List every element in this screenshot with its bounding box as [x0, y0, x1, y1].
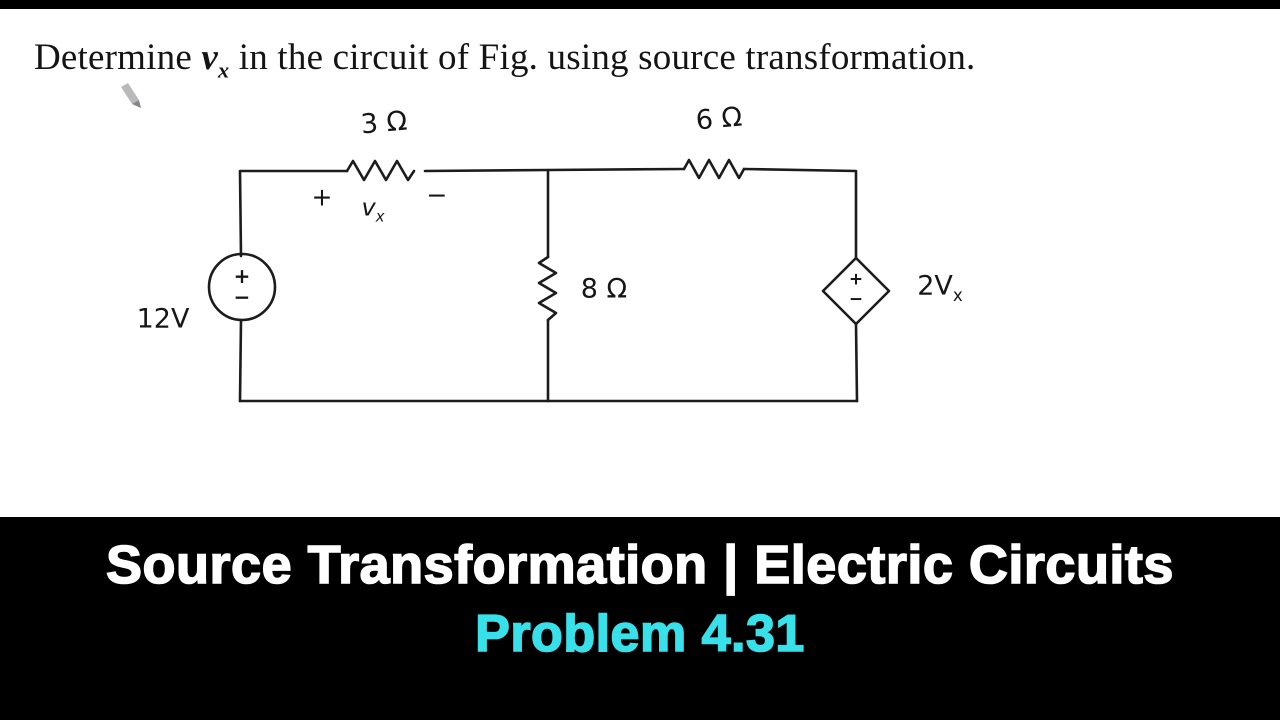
source-plus-sign: +: [233, 264, 251, 288]
problem-text-after: in the circuit of Fig. using source tran…: [229, 37, 976, 78]
vx-label-sub: x: [375, 207, 385, 226]
problem-number: Problem 4.31: [474, 605, 805, 664]
vx-label-base: v: [361, 193, 376, 222]
dependent-source-base: 2V: [917, 270, 953, 302]
wire-right-lower: [854, 322, 859, 403]
circuit-diagram: 3 Ω 6 Ω 8 Ω 12V + vx − 2Vx + − + −: [121, 83, 963, 403]
top-letterbox-bar: [0, 0, 1280, 9]
vx-variable: vx: [201, 37, 229, 82]
resistor-6ohm-label: 6 Ω: [694, 101, 744, 137]
wire-top-right: [742, 167, 858, 260]
dependent-source-label: 2Vx: [917, 272, 963, 303]
resistor-3ohm-symbol: [345, 159, 416, 182]
source-minus-sign: −: [233, 285, 251, 309]
circuit-drawing: [121, 83, 891, 403]
vx-polarity-plus: +: [311, 182, 333, 212]
title-banner: Source Transformation | Electric Circuit…: [0, 517, 1280, 720]
resistor-8ohm-symbol: [537, 255, 558, 322]
pencil-icon: [121, 83, 141, 108]
dependent-source-plus-sign: +: [848, 269, 864, 290]
resistor-6ohm-symbol: [682, 158, 746, 180]
vx-polarity-minus: −: [426, 180, 448, 210]
problem-area: Determine vx in the circuit of Fig. usin…: [0, 9, 1280, 517]
wire-top-middle: [423, 167, 686, 173]
dependent-source-sub: x: [952, 284, 963, 305]
independent-voltage-source-symbol: [207, 252, 277, 322]
voltage-source-label: 12V: [136, 303, 190, 335]
problem-text-before: Determine: [34, 37, 202, 78]
vx-variable-base: v: [201, 37, 219, 78]
resistor-8ohm-label: 8 Ω: [580, 273, 628, 305]
vx-label: vx: [361, 196, 384, 225]
problem-statement: Determine vx in the circuit of Fig. usin…: [34, 36, 1254, 83]
video-title: Source Transformation | Electric Circuit…: [105, 535, 1174, 595]
wire-left-lower: [238, 318, 243, 403]
dependent-source-diamond-symbol: [821, 256, 891, 326]
wire-top-left: [238, 169, 349, 258]
dependent-source-minus-sign: −: [848, 289, 864, 310]
resistor-3ohm-label: 3 Ω: [359, 105, 409, 141]
vx-variable-sub: x: [218, 57, 230, 83]
